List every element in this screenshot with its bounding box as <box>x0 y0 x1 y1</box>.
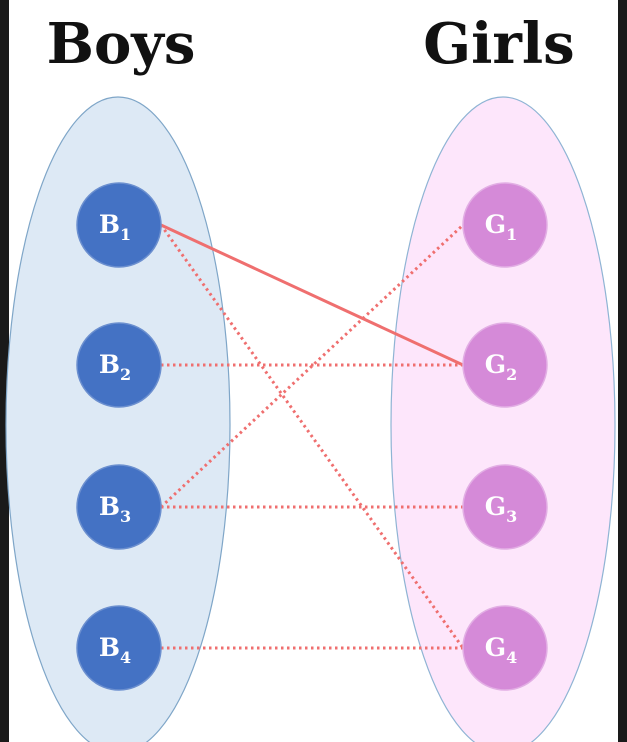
boy-node-b1: B1 <box>76 182 162 268</box>
node-circle <box>76 605 162 691</box>
node-label: B4 <box>99 633 131 667</box>
node-letter: G <box>485 210 506 239</box>
node-letter: G <box>485 633 506 662</box>
boy-node-b2: B2 <box>76 322 162 408</box>
node-subscript: 1 <box>506 225 517 244</box>
node-label: B1 <box>99 210 131 244</box>
boy-node-b4: B4 <box>76 605 162 691</box>
node-subscript: 2 <box>506 365 517 384</box>
node-label: B3 <box>99 492 131 526</box>
node-letter: B <box>99 633 120 662</box>
node-label: G3 <box>485 492 518 526</box>
node-subscript: 2 <box>120 365 131 384</box>
node-label: G4 <box>485 633 518 667</box>
connection-b1-g4 <box>159 224 465 649</box>
node-circle <box>462 322 548 408</box>
node-subscript: 3 <box>506 507 517 526</box>
node-subscript: 3 <box>120 507 131 526</box>
node-letter: G <box>485 492 506 521</box>
node-letter: G <box>485 350 506 379</box>
connection-b1-g2 <box>160 223 464 367</box>
node-circle <box>462 464 548 550</box>
node-circle <box>462 182 548 268</box>
node-circle <box>76 464 162 550</box>
node-letter: B <box>99 492 120 521</box>
node-circle <box>76 322 162 408</box>
girl-node-g2: G2 <box>462 322 548 408</box>
connection-b3-g1 <box>159 223 465 509</box>
node-subscript: 4 <box>120 648 131 667</box>
girl-node-g1: G1 <box>462 182 548 268</box>
girls-set-ellipse <box>390 96 616 742</box>
node-label: G1 <box>485 210 518 244</box>
girl-node-g3: G3 <box>462 464 548 550</box>
girl-node-g4: G4 <box>462 605 548 691</box>
boys-set-ellipse <box>5 96 231 742</box>
node-letter: B <box>99 210 120 239</box>
node-letter: B <box>99 350 120 379</box>
connections-layer <box>159 223 465 650</box>
node-subscript: 1 <box>120 225 131 244</box>
boys-title: Boys <box>47 11 196 77</box>
node-circle <box>76 182 162 268</box>
boy-node-b3: B3 <box>76 464 162 550</box>
node-label: B2 <box>99 350 131 384</box>
node-circle <box>462 605 548 691</box>
node-label: G2 <box>485 350 518 384</box>
node-subscript: 4 <box>506 648 517 667</box>
girls-title: Girls <box>423 11 574 77</box>
